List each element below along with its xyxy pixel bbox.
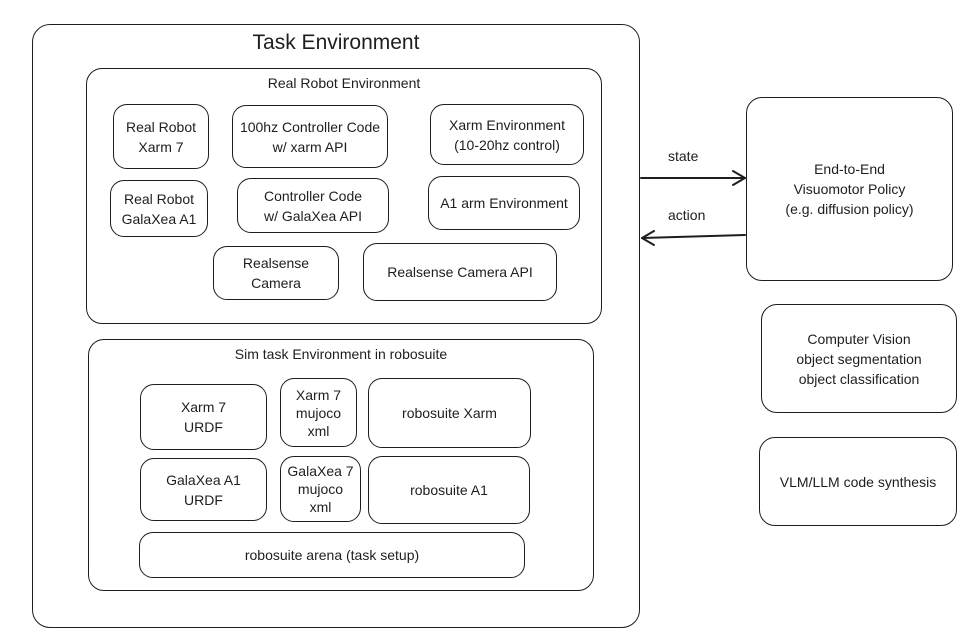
real-robot-galaxea-node: Real Robot GalaXea A1 — [110, 180, 208, 237]
galaxea-a1-urdf-node: GalaXea A1 URDF — [140, 458, 267, 521]
realsense-camera-node: Realsense Camera — [213, 246, 339, 300]
xarm7-mujoco-xml-node: Xarm 7 mujoco xml — [280, 378, 357, 447]
action-edge-label: action — [668, 207, 706, 223]
task-environment-title: Task Environment — [252, 31, 420, 54]
realsense-camera-api-node: Realsense Camera API — [363, 243, 557, 301]
action-arrow — [641, 234, 746, 239]
action-arrowhead — [641, 230, 655, 246]
galaxea-mujoco-xml-node: GalaXea 7 mujoco xml — [280, 456, 361, 522]
xarm7-urdf-node: Xarm 7 URDF — [140, 384, 267, 450]
robosuite-a1-node: robosuite A1 — [368, 456, 530, 524]
xarm-environment-node: Xarm Environment (10-20hz control) — [430, 104, 584, 165]
real-robot-environment-title: Real Robot Environment — [267, 75, 421, 91]
galaxea-controller-node: Controller Code w/ GalaXea API — [237, 178, 389, 233]
a1-arm-environment-node: A1 arm Environment — [428, 176, 580, 230]
robosuite-xarm-node: robosuite Xarm — [368, 378, 531, 448]
visuomotor-policy-node: End-to-End Visuomotor Policy (e.g. diffu… — [746, 97, 953, 281]
sim-task-environment-title: Sim task Environment in robosuite — [234, 346, 448, 362]
state-arrowhead — [732, 170, 746, 186]
vlm-llm-code-synthesis-node: VLM/LLM code synthesis — [759, 437, 957, 526]
xarm-controller-node: 100hz Controller Code w/ xarm API — [232, 105, 388, 168]
computer-vision-node: Computer Vision object segmentation obje… — [761, 304, 957, 413]
robosuite-arena-node: robosuite arena (task setup) — [139, 532, 525, 578]
real-robot-xarm7-node: Real Robot Xarm 7 — [113, 104, 209, 169]
state-edge-label: state — [668, 148, 699, 164]
